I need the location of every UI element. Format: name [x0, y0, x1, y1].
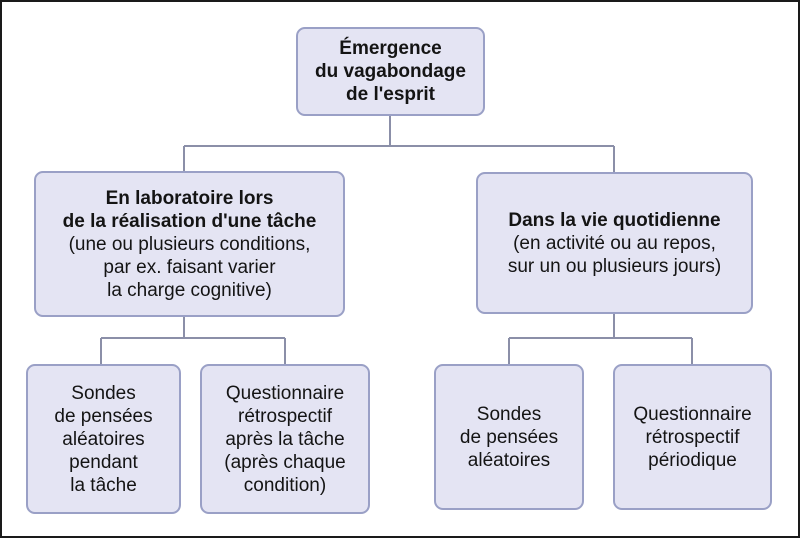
node-line: condition) — [243, 474, 327, 496]
laboratory-title-line: En laboratoire lors — [105, 187, 274, 209]
daily-life-title-line: Dans la vie quotidienne — [508, 209, 721, 231]
daily-life-node: Dans la vie quotidienne (en activité ou … — [476, 172, 753, 314]
daily-questionnaire-node: Questionnaire rétrospectif périodique — [613, 364, 772, 510]
node-line: Sondes — [71, 382, 136, 404]
node-line: pendant — [69, 451, 138, 473]
daily-probes-node: Sondes de pensées aléatoires — [434, 364, 584, 510]
laboratory-detail-line: (une ou plusieurs conditions, — [68, 233, 311, 255]
lab-questionnaire-node: Questionnaire rétrospectif après la tâch… — [200, 364, 370, 514]
node-line: de pensées — [54, 405, 153, 427]
daily-life-detail-line: sur un ou plusieurs jours) — [507, 255, 722, 277]
lab-probes-node: Sondes de pensées aléatoires pendant la … — [26, 364, 181, 514]
node-line: périodique — [648, 449, 737, 471]
node-line: Questionnaire — [633, 403, 752, 425]
node-line: rétrospectif — [238, 405, 332, 427]
root-line: du vagabondage — [315, 61, 466, 82]
node-line: Sondes — [476, 403, 542, 425]
node-line: aléatoires — [62, 428, 145, 450]
root-node: Émergence du vagabondage de l'esprit — [296, 27, 485, 116]
laboratory-title-line: de la réalisation d'une tâche — [62, 210, 317, 232]
node-line: de pensées — [459, 426, 559, 448]
node-line: (après chaque — [224, 451, 346, 473]
node-line: aléatoires — [467, 449, 551, 471]
laboratory-detail-line: par ex. faisant varier — [103, 256, 276, 278]
root-line: Émergence — [339, 38, 442, 59]
node-line: après la tâche — [225, 428, 345, 450]
root-line: de l'esprit — [346, 84, 435, 105]
node-line: Questionnaire — [225, 382, 345, 404]
daily-life-detail-line: (en activité ou au repos, — [513, 232, 716, 254]
laboratory-detail-line: la charge cognitive) — [107, 279, 272, 301]
node-line: la tâche — [70, 474, 137, 496]
node-line: rétrospectif — [645, 426, 740, 448]
laboratory-node: En laboratoire lors de la réalisation d'… — [34, 171, 345, 317]
